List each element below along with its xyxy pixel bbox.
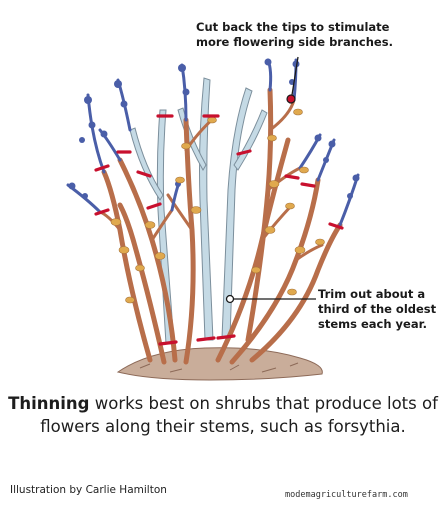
soil-mound [116,347,323,381]
soil-texture [139,362,299,373]
illustration-credit: Illustration by Carlie Hamilton [10,484,167,496]
tips-callout-text: Cut back the tips to stimulate more flow… [196,20,393,49]
yellow-leaves [110,108,325,304]
caption-bold-word: Thinning [8,394,90,413]
brown-stems [101,87,343,365]
cut-target-marker [286,94,296,104]
old-stems [129,77,268,345]
cut-marks [94,114,344,346]
blue-leaf-buds [68,58,360,199]
trim-callout-text: Trim out about a third of the oldest ste… [318,287,437,331]
caption-text: works best on shrubs that produce lots o… [40,394,438,436]
caption: Thinning works best on shrubs that produ… [0,392,446,438]
trim-target-marker [225,294,235,304]
watermark: modemagriculturefarm.com [285,490,408,500]
tips-leader-line [291,56,299,96]
